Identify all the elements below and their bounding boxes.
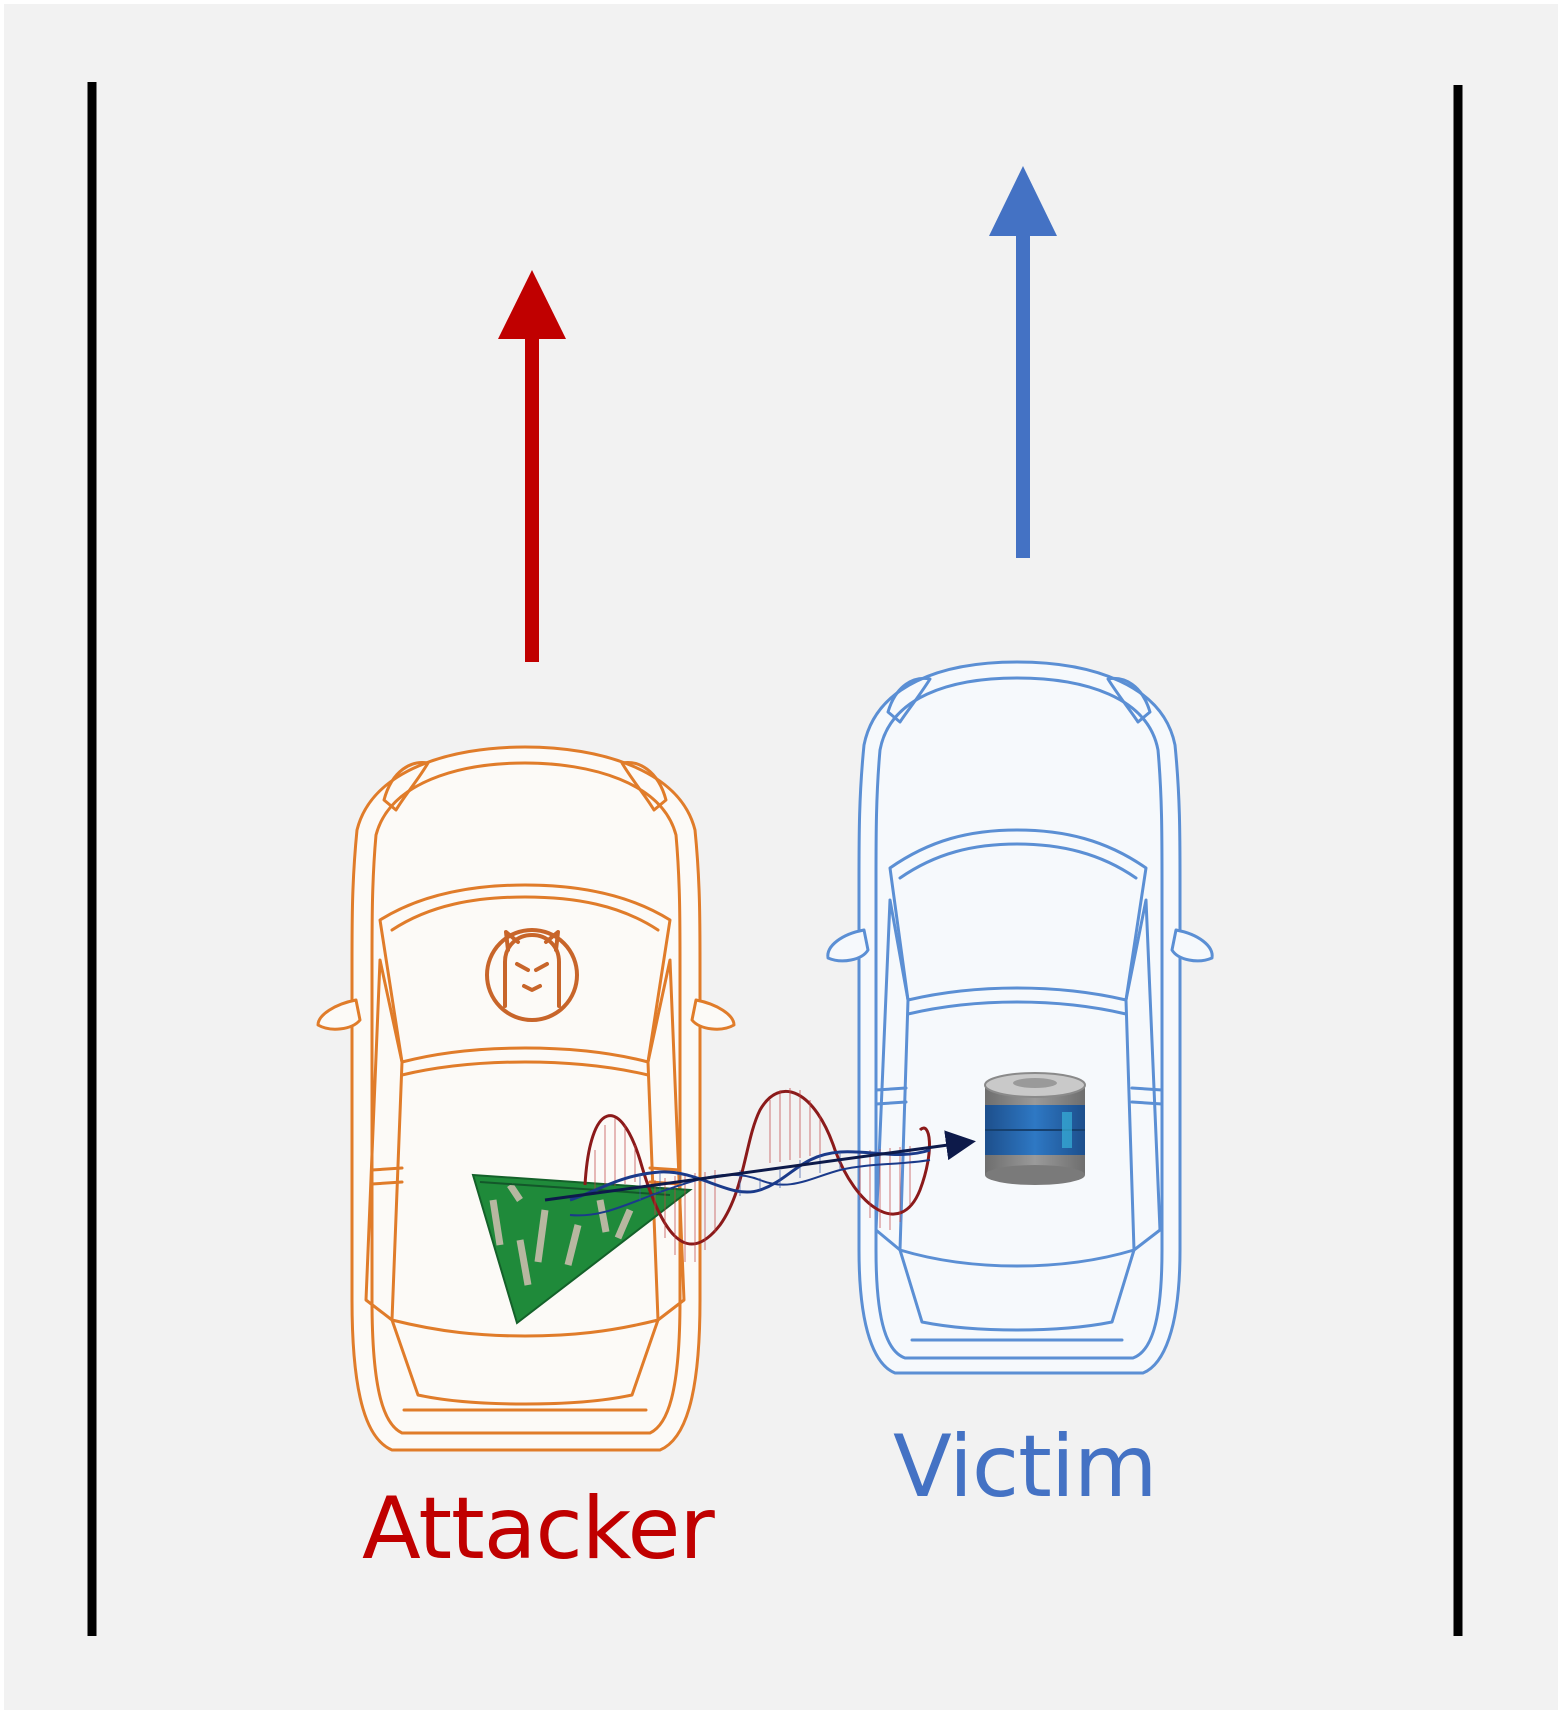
victim-car bbox=[826, 660, 1214, 1375]
lidar-sensor-icon bbox=[984, 1072, 1086, 1185]
devil-face-icon bbox=[485, 928, 579, 1022]
background bbox=[4, 4, 1558, 1710]
attacker-direction-arrow bbox=[498, 270, 566, 662]
antenna-board-icon bbox=[471, 1173, 693, 1325]
attacker-car bbox=[316, 745, 736, 1452]
electromagnetic-wave-icon bbox=[544, 1088, 976, 1262]
victim-direction-arrow bbox=[989, 166, 1057, 558]
victim-label: Victim bbox=[893, 1417, 1158, 1517]
attacker-label: Attacker bbox=[362, 1479, 715, 1579]
